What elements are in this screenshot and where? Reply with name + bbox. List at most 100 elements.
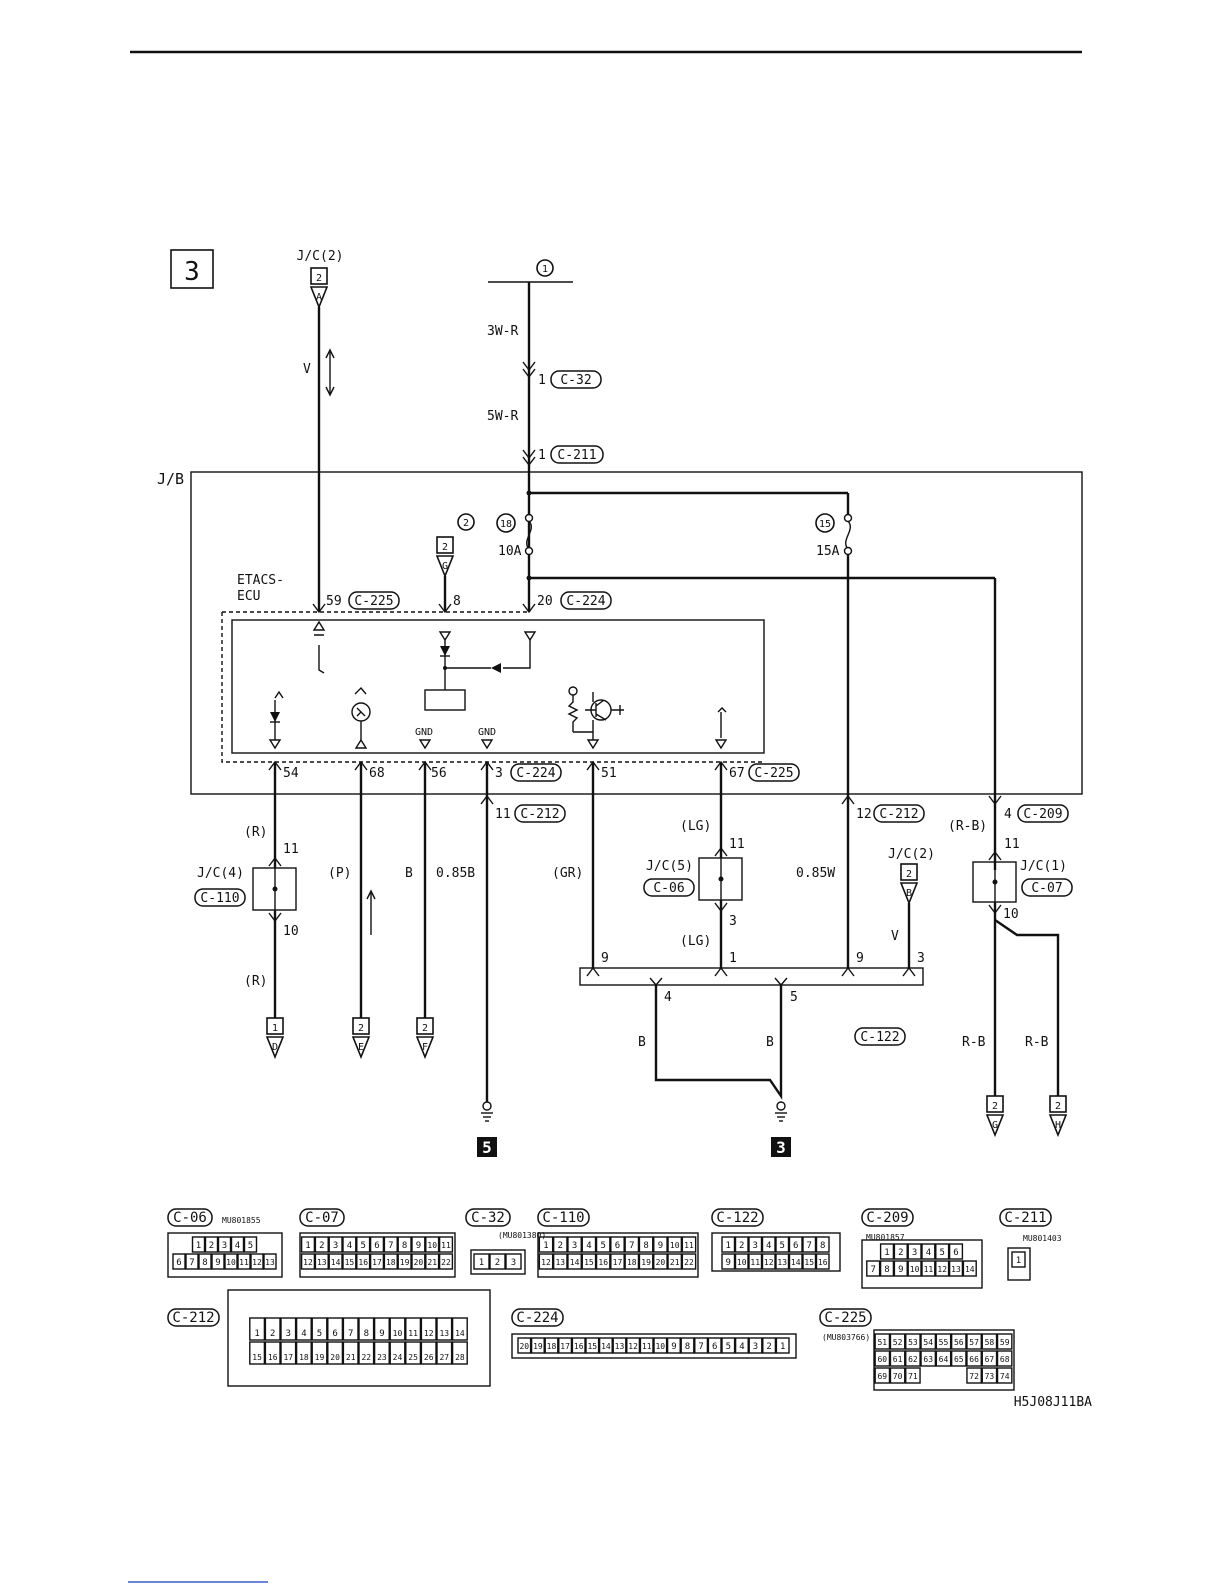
terminal-1d-num: 1 (272, 1023, 278, 1034)
jc5-pin3: 3 (729, 914, 737, 929)
pin-c225-52: 52 (893, 1338, 903, 1347)
pin-c122-4: 4 (766, 1241, 771, 1251)
pin-c212-8: 8 (364, 1329, 369, 1339)
pin11-c212: 11 (495, 807, 511, 822)
c211-connector-mark (522, 449, 536, 467)
jc2-mid-terminal: J/C(2) 2 B (888, 847, 935, 906)
pin-c225-51: 51 (877, 1338, 887, 1347)
bidirectional-arrow (325, 348, 335, 397)
c06-label: C-06 (653, 881, 684, 896)
c32-connector-mark (522, 361, 536, 379)
pin-c110-13: 13 (555, 1258, 565, 1267)
pin-c209-8: 8 (884, 1265, 889, 1275)
pin-c07-8: 8 (402, 1241, 407, 1251)
drawing-code: H5J08J11BA (1014, 1395, 1092, 1410)
gnd2-label: GND (478, 727, 496, 738)
pin-c224-19: 19 (533, 1342, 543, 1351)
pin-c225-69: 69 (877, 1372, 887, 1381)
pin-c224-14: 14 (601, 1342, 611, 1351)
pin-c209-1: 1 (884, 1248, 889, 1258)
pin-c110-5: 5 (600, 1241, 605, 1251)
pin-c110-9: 9 (658, 1241, 663, 1251)
jc2-top-terminal: J/C(2) 2 A (297, 249, 343, 310)
pin-c122-16: 16 (818, 1258, 828, 1267)
pin-c225-65: 65 (954, 1355, 964, 1364)
pin-c122-9: 9 (726, 1258, 731, 1268)
pin-c07-17: 17 (372, 1258, 382, 1267)
pin-c225-63: 63 (923, 1355, 933, 1364)
pin-c110-14: 14 (570, 1258, 580, 1267)
c122-label: C-122 (860, 1030, 899, 1045)
pin-c212-18: 18 (299, 1353, 309, 1362)
pin-c122-1: 1 (726, 1241, 731, 1251)
pin20: 20 (537, 594, 553, 609)
pin-c225-71: 71 (908, 1372, 918, 1381)
pin-c06-6: 6 (176, 1258, 181, 1268)
wire-b-label: B (405, 866, 413, 881)
connector-c32-part: (MU801380) (498, 1231, 546, 1240)
terminal-2h: 2 H (1048, 1095, 1068, 1138)
pin-c06-13: 13 (265, 1258, 275, 1267)
pin-c224-20: 20 (519, 1342, 529, 1351)
pin-c212-28: 28 (455, 1353, 465, 1362)
terminal-2e-letter: E (358, 1042, 364, 1053)
c122-connector-bar (579, 967, 924, 986)
wire-p-label: (P) (328, 866, 351, 881)
wire-5wr-label: 5W-R (487, 409, 518, 424)
c122-pin1: 1 (729, 951, 737, 966)
pin-c212-7: 7 (348, 1329, 353, 1339)
pin-c209-7: 7 (870, 1265, 875, 1275)
jc2-mid-label: J/C(2) (888, 847, 935, 862)
pin-c209-10: 10 (910, 1265, 920, 1274)
pin3-c224: 3 (495, 766, 503, 781)
pin-c110-18: 18 (627, 1258, 637, 1267)
pin-c122-8: 8 (820, 1241, 825, 1251)
pin-c06-4: 4 (235, 1241, 240, 1251)
c122-pin4: 4 (664, 990, 672, 1005)
c212-pill-b (873, 804, 925, 823)
c211-pill (550, 445, 604, 464)
fuse18-amperage: 10A (498, 544, 522, 559)
pin-c225-56: 56 (954, 1338, 964, 1347)
pin-c122-5: 5 (780, 1241, 785, 1251)
pin-c110-1: 1 (543, 1241, 548, 1251)
pin-c224-3: 3 (753, 1342, 758, 1352)
c32-pill (550, 370, 602, 389)
pin-c07-11: 11 (441, 1241, 451, 1250)
page-number-box: 3 (170, 249, 214, 289)
pin-c06-8: 8 (202, 1258, 207, 1268)
circle-1-label: 1 (542, 264, 548, 275)
jc2-mid-sq: 2 (906, 869, 912, 880)
c212-pill-a (514, 804, 566, 823)
terminal-2e-num: 2 (358, 1023, 364, 1034)
pin-c06-5: 5 (248, 1241, 253, 1251)
jc5-label: J/C(5) (646, 859, 693, 874)
pin-c209-6: 6 (953, 1248, 958, 1258)
c122-pin9a: 9 (601, 951, 609, 966)
pin-c224-16: 16 (574, 1342, 584, 1351)
pin-c212-26: 26 (424, 1353, 434, 1362)
pin-c224-10: 10 (655, 1342, 665, 1351)
pin-c225-74: 74 (1000, 1372, 1010, 1381)
jc2-mid-letter: B (906, 888, 912, 899)
pin-c07-7: 7 (388, 1241, 393, 1251)
pin-c110-2: 2 (558, 1241, 563, 1251)
pin-c110-22: 22 (684, 1258, 694, 1267)
pin-c209-5: 5 (939, 1248, 944, 1258)
pin-c225-62: 62 (908, 1355, 918, 1364)
pin-c06-10: 10 (226, 1258, 236, 1267)
wire-v-label: V (303, 362, 311, 377)
pin-c06-9: 9 (215, 1258, 220, 1268)
connector-c211-name: C-211 (1004, 1210, 1046, 1226)
pin-c110-20: 20 (656, 1258, 666, 1267)
pin-c212-20: 20 (330, 1353, 340, 1362)
pin-c212-15: 15 (252, 1353, 262, 1362)
pin-c212-27: 27 (439, 1353, 449, 1362)
terminal-2g-bottom: 2 G (985, 1095, 1005, 1138)
pin-c225-53: 53 (908, 1338, 918, 1347)
pin-c224-17: 17 (560, 1342, 570, 1351)
pin-c225-68: 68 (1000, 1355, 1010, 1364)
